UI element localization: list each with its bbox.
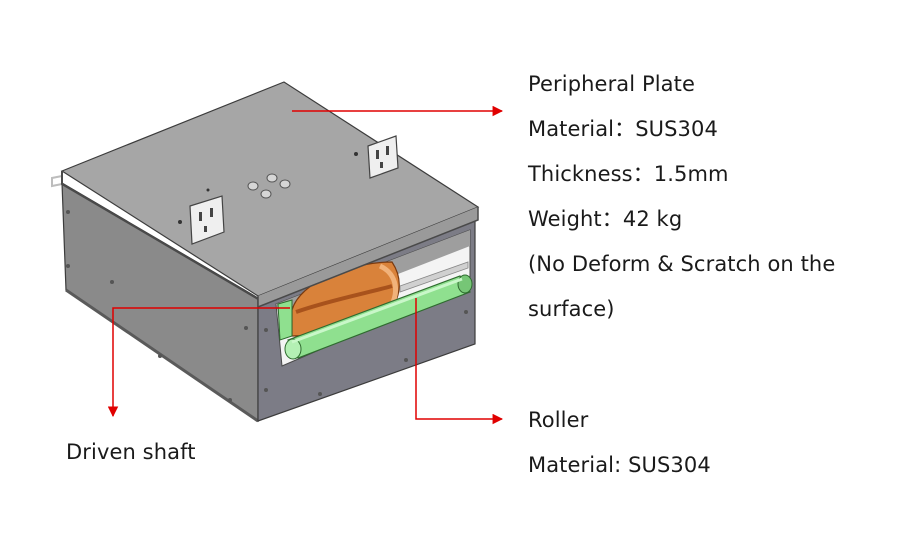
bracket-icon	[367, 135, 399, 179]
side-rail	[51, 175, 63, 188]
roller-title: Roller	[528, 408, 589, 432]
peripheral-plate-title: Peripheral Plate	[528, 72, 695, 96]
peripheral-plate-note-line2: surface)	[528, 297, 615, 321]
top-holes	[178, 152, 358, 224]
leader-roller	[415, 298, 504, 425]
inner-rail	[399, 261, 469, 293]
driven-shaft-title: Driven shaft	[66, 440, 196, 464]
peripheral-plate-weight: Weight：42 kg	[528, 207, 683, 231]
driven-wheel-rim	[295, 284, 393, 314]
rivets-left	[66, 210, 248, 402]
bracket-icon	[189, 195, 225, 245]
peripheral-plate-thickness: Thickness：1.5mm	[528, 162, 729, 186]
box-left-lip	[65, 288, 259, 423]
leader-driven-shaft	[107, 307, 290, 418]
peripheral-plate-material: Material：SUS304	[528, 117, 718, 141]
rivets-front	[264, 310, 468, 396]
box-top-edge-left	[61, 171, 259, 300]
driven-shaft-body	[277, 299, 293, 341]
top-bolts	[247, 173, 291, 199]
roller-body	[284, 274, 473, 360]
box-top-edge-right	[257, 207, 479, 309]
peripheral-plate-note-line1: (No Deform & Scratch on the	[528, 252, 836, 276]
roller-material: Material: SUS304	[528, 453, 711, 477]
